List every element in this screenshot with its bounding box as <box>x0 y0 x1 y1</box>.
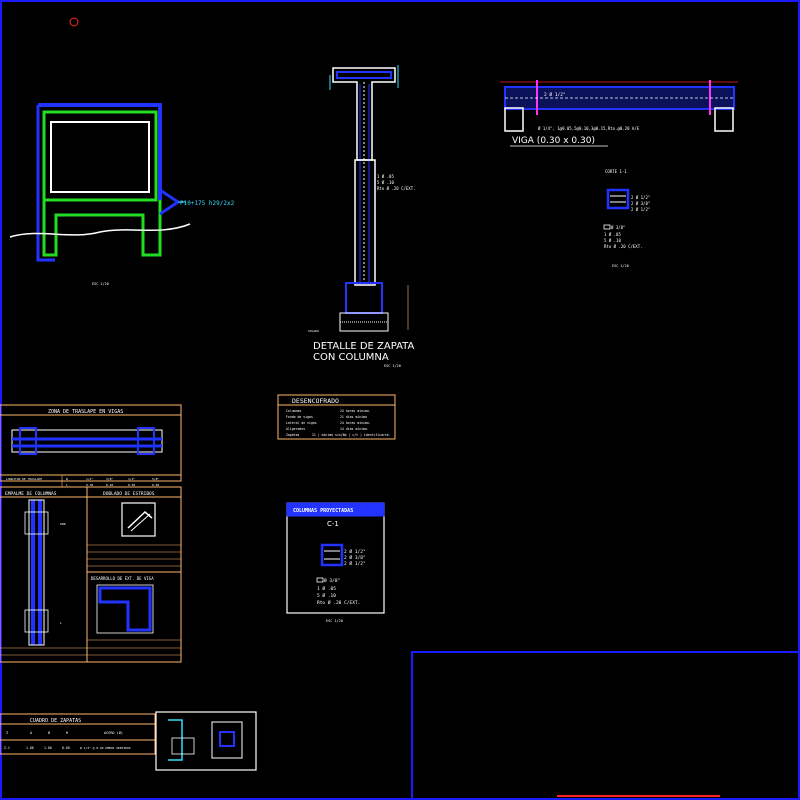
beam-cut-bar-1: 2 Ø 1/2" <box>631 195 650 200</box>
footing-title-line2: CON COLUMNA <box>313 352 389 363</box>
zapatas-header-2: A <box>30 731 33 735</box>
vigas-col-1: Ø <box>66 476 68 481</box>
vigas-col-5: 5/8" <box>152 477 159 481</box>
beam-cut-stirrup-2: 1 Ø .05 <box>604 232 621 237</box>
zapatas-header-3: B <box>48 731 50 735</box>
footing-title-line1: DETALLE DE ZAPATA <box>313 341 415 352</box>
footing-scale: ESC 1/20 <box>384 364 401 368</box>
columnas-table: COLUMNAS PROYECTADAS C-1 2 Ø 1/2" 2 Ø 3/… <box>286 502 385 623</box>
columnas-title: COLUMNAS PROYECTADAS <box>293 508 353 514</box>
zapatas-table: CUADRO DE ZAPATAS Z A B H ACERO (Ø) Z-1 … <box>0 711 257 771</box>
vigas-col-3: 3/8" <box>106 477 113 481</box>
elevation-scale: ESC 1/20 <box>92 282 109 286</box>
elevation-view: P10+175 h29/2x2 ESC 1/20 <box>9 103 235 286</box>
desencofrado-row-1-value: 24 horas mínimo. <box>340 409 371 413</box>
vigas-col-4: 1/2" <box>128 477 135 481</box>
desarrollo-title: DESARROLLO DE EXT. DE VIGA <box>91 576 154 581</box>
columnas-bar-1: 2 Ø 1/2" <box>344 548 366 555</box>
beam-note: Ø 1/4", 1@0.05,5@0.10,3@0.15,Rto.@0.20 A… <box>538 126 640 131</box>
zapatas-header-5: ACERO (Ø) <box>104 730 123 735</box>
beam-cut-title: CORTE 1-1 <box>605 169 627 174</box>
beam-cut-bar-3: 2 Ø 1/2" <box>631 207 650 212</box>
empalme-dim-1: 60Ø <box>60 521 66 526</box>
desencofrado-row-3-label: Lateral de vigas <box>286 421 317 425</box>
empalme-dim-2: L <box>60 621 62 625</box>
zapatas-cell-4: 0.60 <box>62 746 70 750</box>
columnas-scale: ESC 1/20 <box>326 619 343 623</box>
desencofrado-row-4-label: Aligerados <box>286 427 305 431</box>
vigas-val-2: 0.30 <box>86 483 93 487</box>
beam-cut-stirrup-4: Rto Ø .20 C/EXT. <box>604 244 643 249</box>
vigas-val-3: 0.40 <box>106 483 113 487</box>
columnas-bar-3: 2 Ø 1/2" <box>344 560 366 567</box>
desencofrado-row-2-value: 21 días mínimo <box>340 415 367 419</box>
columnas-stirrup-3: 5 Ø .10 <box>317 592 336 599</box>
vigas-val-5: 0.60 <box>152 483 159 487</box>
vigas-panel: ZONA DE TRASLAPE EN VIGAS LONGITUD DE TR… <box>0 404 182 663</box>
beam-top-bar: 2 Ø 1/2" <box>544 91 566 98</box>
footing-note: SOLADO <box>308 329 319 333</box>
desencofrado-table: DESENCOFRADO Columnas 24 horas mínimo. F… <box>277 394 396 440</box>
elevation-tag: P10+175 h29/2x2 <box>180 200 235 207</box>
vigas-title: ZONA DE TRASLAPE EN VIGAS <box>48 409 123 415</box>
columnas-label: C-1 <box>327 520 339 528</box>
columnas-stirrup-1: Ø 3/8" <box>324 577 340 584</box>
footing-stirrup-3: Rto Ø .20 C/EXT. <box>377 186 416 191</box>
desencofrado-row-5-value: 21 ( mínimo sin/No ( c/t ) identificarse… <box>312 433 391 437</box>
zapatas-header-1: Z <box>6 731 8 735</box>
desencofrado-row-1-label: Columnas <box>286 409 301 413</box>
desencofrado-row-3-value: 24 horas mínimo. <box>340 421 371 425</box>
beam-cut-stirrup-1: Ø 3/8" <box>611 225 625 230</box>
vigas-col-2: 1/4" <box>86 477 93 481</box>
vigas-val-1: L <box>66 483 68 487</box>
vigas-row-label: LONGITUD DE TRASLAPE <box>6 477 42 481</box>
columnas-stirrup-4: Rto Ø .20 C/EXT. <box>317 599 360 606</box>
origin-marker <box>69 17 79 27</box>
footing-stirrup-2: 5 Ø .10 <box>377 180 394 185</box>
beam-scale: ESC 1/20 <box>612 264 629 268</box>
zapatas-title: CUADRO DE ZAPATAS <box>30 718 81 724</box>
empalme-title: EMPALME DE COLUMNAS <box>5 491 57 497</box>
beam-detail: 2 Ø 1/2" Ø 1/4", 1@0.05,5@0.10,3@0.15,Rt… <box>500 80 738 268</box>
footing-detail: 1 Ø .05 5 Ø .10 Rto Ø .20 C/EXT. SOLADO … <box>308 65 416 368</box>
doblado-title: DOBLADO DE ESTRIBOS <box>103 491 155 497</box>
zapatas-cell-5: Ø 1/4" @ 0.20 AMBOS SENTIDOS <box>80 745 131 750</box>
zapatas-cell-1: Z-1 <box>4 746 10 750</box>
vigas-val-4: 0.50 <box>128 483 135 487</box>
desencofrado-row-2-label: Fondo de vigas <box>286 415 313 419</box>
desencofrado-row-4-value: 14 días mínimo. <box>340 427 369 431</box>
zapatas-cell-3: 1.00 <box>44 746 52 750</box>
beam-cut-stirrup-3: 5 Ø .10 <box>604 238 621 243</box>
columnas-bar-2: 2 Ø 3/8" <box>344 554 366 561</box>
desencofrado-title: DESENCOFRADO <box>292 397 339 405</box>
footing-stirrup-1: 1 Ø .05 <box>377 174 394 179</box>
beam-cut-bar-2: 2 Ø 3/8" <box>631 201 650 206</box>
beam-title: VIGA (0.30 x 0.30) <box>512 136 595 146</box>
zapatas-header-4: H <box>66 731 68 735</box>
title-block <box>411 651 800 800</box>
columnas-stirrup-2: 1 Ø .05 <box>317 585 336 592</box>
zapatas-cell-2: 1.00 <box>26 746 34 750</box>
desencofrado-row-5-label: Zapatas <box>286 433 300 437</box>
